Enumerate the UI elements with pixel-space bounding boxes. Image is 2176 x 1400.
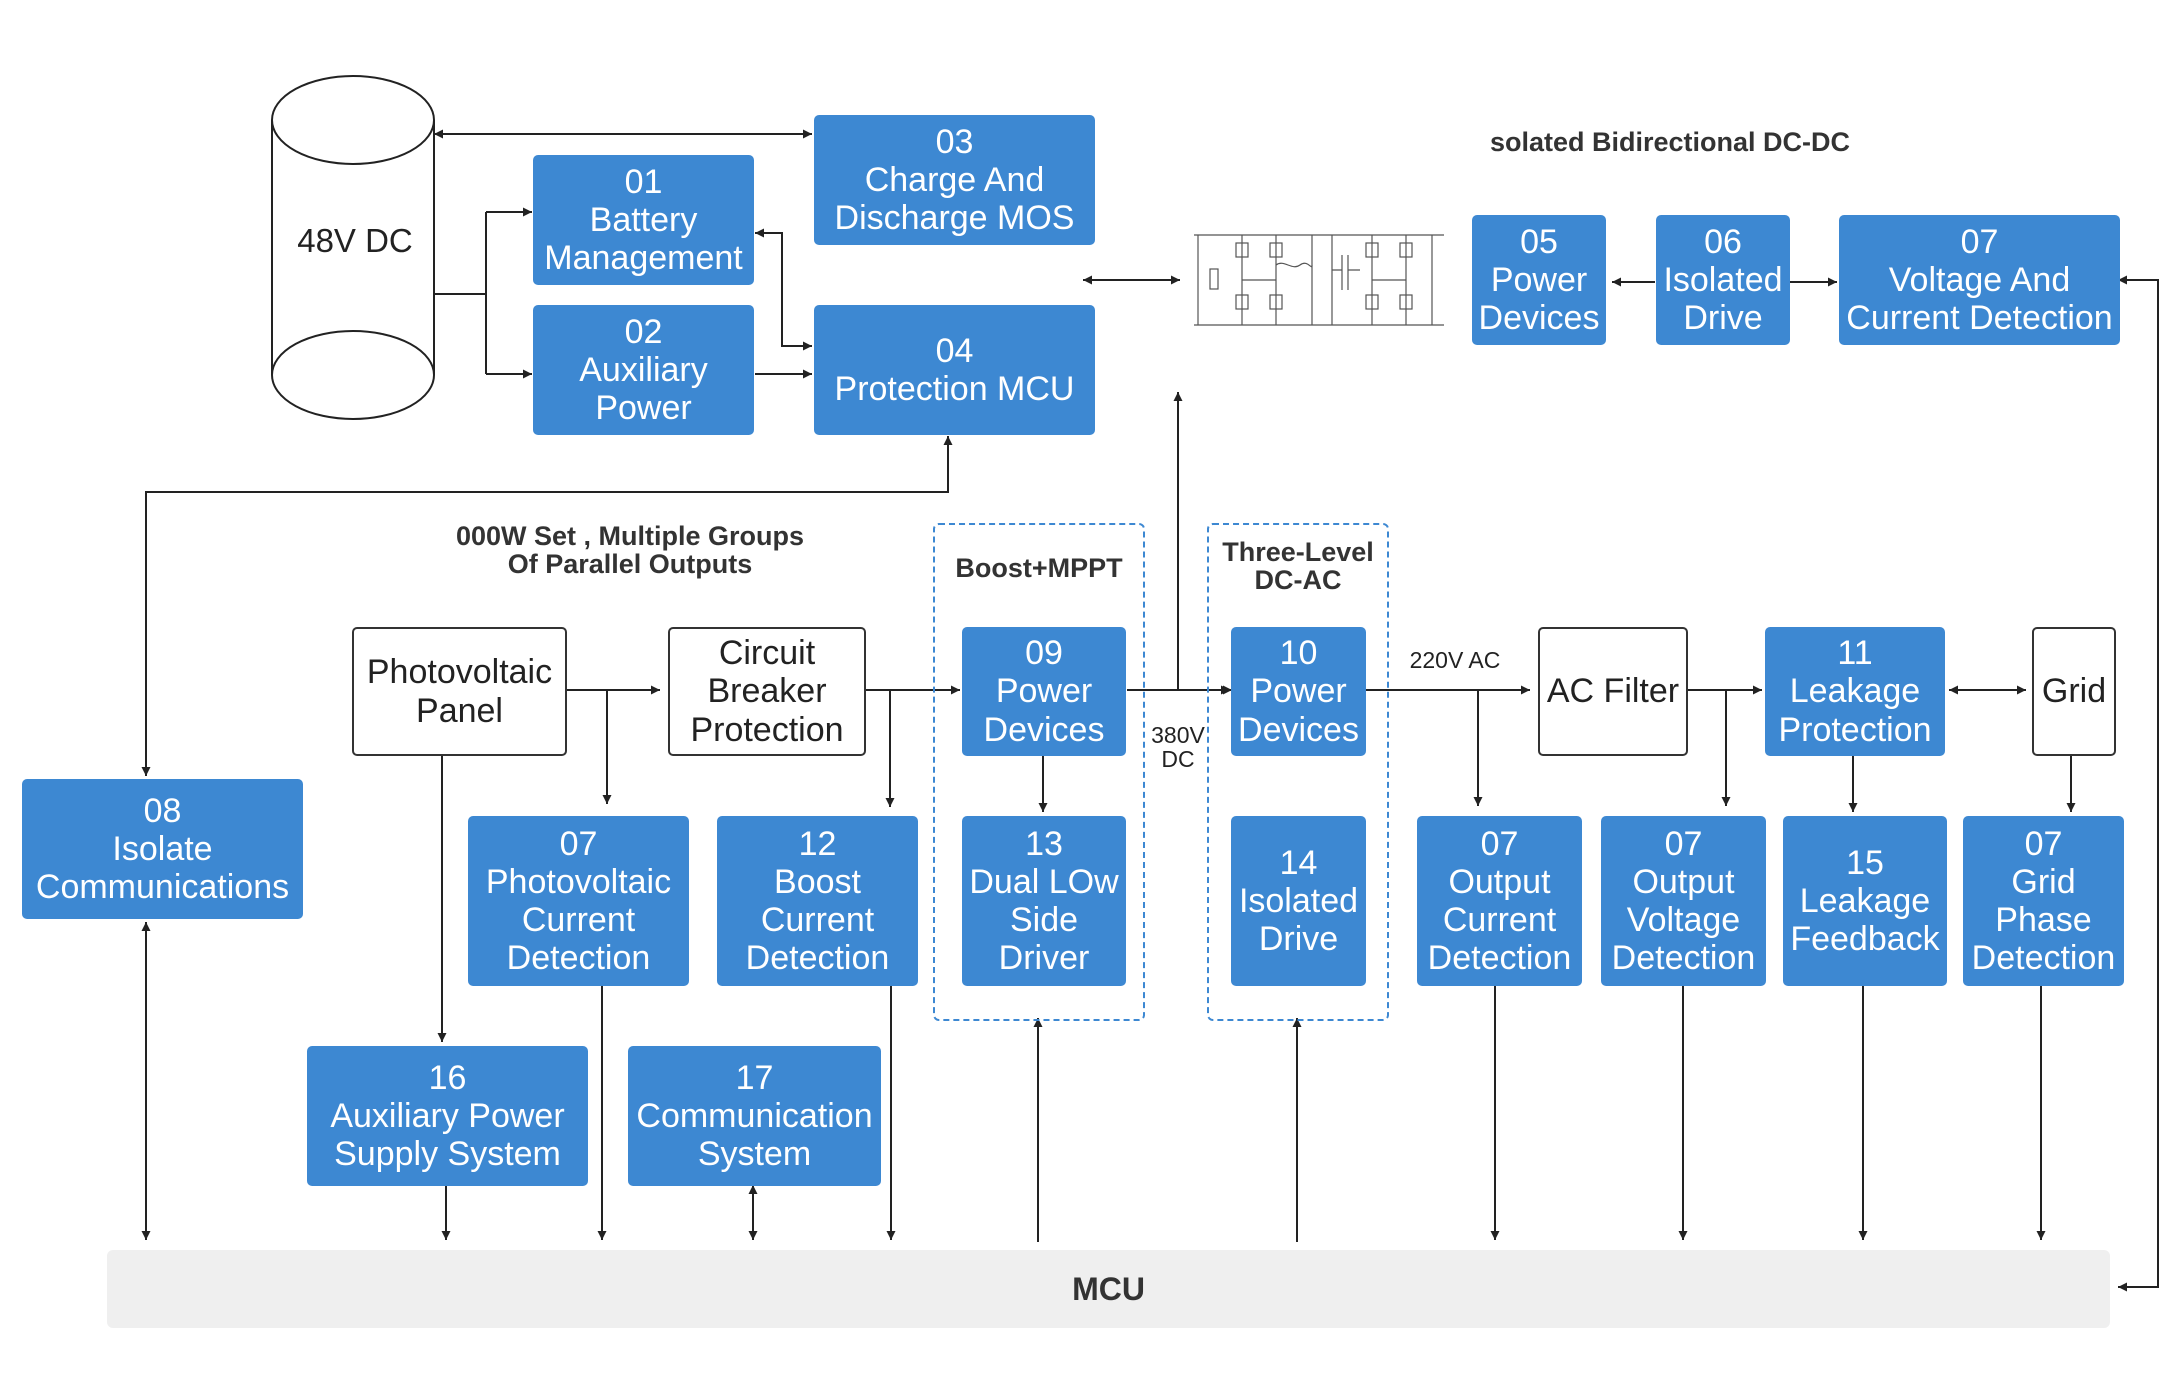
heading-boost-mppt: Boost+MPPT	[955, 553, 1123, 583]
bidirectional-circuit-icon	[1194, 234, 1444, 326]
label-380v-dc: 380V DC	[1151, 722, 1205, 773]
mcu-bar: MCU	[107, 1250, 2110, 1328]
three-level-group	[1207, 523, 1389, 1021]
battery-cylinder	[271, 75, 435, 420]
ac-filter-block: AC Filter	[1538, 627, 1688, 756]
boost-mppt-group	[933, 523, 1145, 1021]
heading-dcdc: solated Bidirectional DC-DC	[1490, 127, 1851, 157]
battery-label: 48V DC	[297, 222, 413, 259]
heading-three-level: Three-Level DC-AC	[1222, 537, 1374, 596]
heading-parallel-outputs: 000W Set , Multiple Groups Of Parallel O…	[455, 521, 805, 580]
label-220v-ac: 220V AC	[1409, 647, 1501, 673]
grid-block: Grid	[2032, 627, 2116, 756]
